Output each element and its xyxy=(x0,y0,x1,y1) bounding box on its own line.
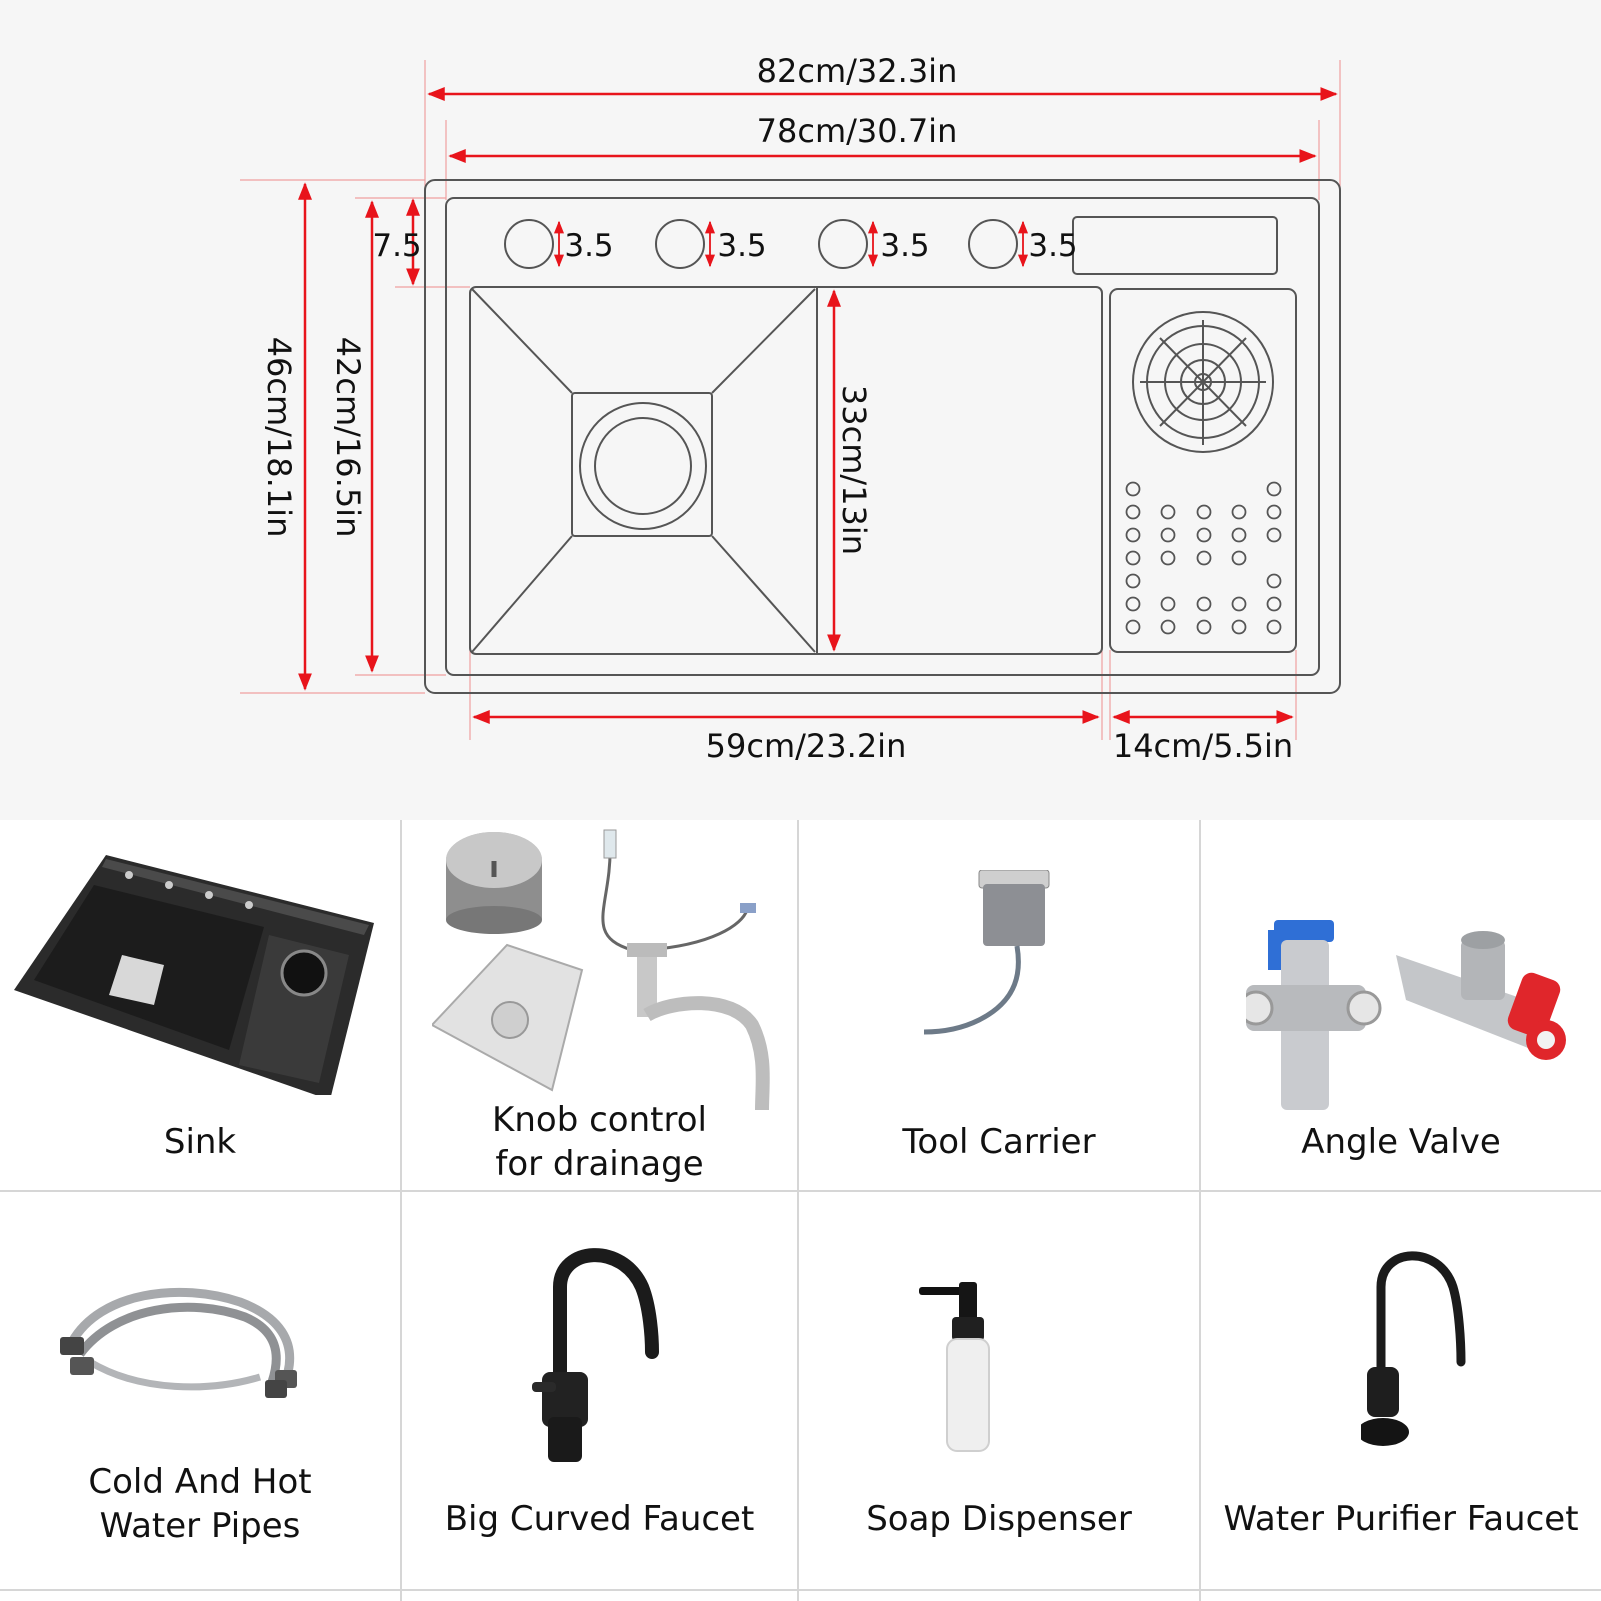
drain-dot xyxy=(1231,550,1247,566)
drain-dot xyxy=(1196,527,1212,543)
drain-dot xyxy=(1160,504,1176,520)
tap-hole-1 xyxy=(504,219,554,269)
drain-dot xyxy=(1196,550,1212,566)
drain-dot xyxy=(1266,619,1282,635)
accessory-soap-dispenser: Soap Dispenser xyxy=(799,1192,1199,1589)
tool-carrier-icon xyxy=(923,870,1050,1035)
drain-dot xyxy=(1231,619,1247,635)
drain-dot xyxy=(1231,504,1247,520)
accessory-label: Knob control for drainage xyxy=(492,1100,707,1184)
sink-dimension-drawing: 82cm/32.3in 78cm/30.7in 46cm/18.1in 42cm… xyxy=(240,52,1341,765)
tap-hole-2 xyxy=(655,219,705,269)
accessory-curved-faucet: Big Curved Faucet xyxy=(402,1192,797,1589)
drain-dot xyxy=(1125,550,1141,566)
inner-depth-label: 42cm/16.5in xyxy=(329,337,367,538)
hole-offset-label: 7.5 xyxy=(372,228,421,264)
drain-plate xyxy=(571,392,713,537)
drain-dot xyxy=(1125,573,1141,589)
curved-faucet-icon xyxy=(532,1248,659,1462)
water-pipes-icon xyxy=(60,1287,297,1398)
drain-dot xyxy=(1196,504,1212,520)
drain-dot xyxy=(1266,527,1282,543)
sink-icon xyxy=(14,855,374,1095)
drain-dot xyxy=(1266,573,1282,589)
accessory-sink: Sink xyxy=(0,820,400,1190)
drain-ring xyxy=(579,402,707,530)
main-bowl xyxy=(469,286,1103,655)
dimension-lines xyxy=(298,87,1338,724)
inner-width-label: 78cm/30.7in xyxy=(757,112,958,150)
overall-depth-label: 46cm/18.1in xyxy=(260,337,298,538)
outer-rim xyxy=(424,179,1341,694)
soap-dispenser-icon xyxy=(919,1282,990,1452)
drain-kit-icon xyxy=(432,829,770,1111)
drain-dot xyxy=(1196,596,1212,612)
hole-diameter-label-3: 3.5 xyxy=(880,228,929,264)
drain-dot xyxy=(1125,619,1141,635)
drain-dot xyxy=(1266,596,1282,612)
accessory-label: Water Purifier Faucet xyxy=(1223,1499,1579,1539)
accessory-label: Tool Carrier xyxy=(902,1122,1096,1162)
accessories-grid: Sink Knob control for drainage Tool Carr… xyxy=(0,820,1601,1601)
hole-diameter-label-4: 3.5 xyxy=(1028,228,1077,264)
angle-valve-icon xyxy=(1246,920,1566,1110)
accessory-drain-kit: Knob control for drainage xyxy=(402,820,797,1190)
accessory-label: Angle Valve xyxy=(1301,1122,1501,1162)
tap-hole-4 xyxy=(968,219,1018,269)
hole-diameter-label-1: 3.5 xyxy=(564,228,613,264)
drain-dot xyxy=(1231,527,1247,543)
accessory-label: Sink xyxy=(163,1122,237,1162)
tap-hole-3 xyxy=(818,219,868,269)
drain-dot xyxy=(1231,596,1247,612)
drain-dot xyxy=(1160,619,1176,635)
overall-width-label: 82cm/32.3in xyxy=(757,52,958,90)
sink-outline xyxy=(424,179,1341,694)
bowl-depth-label: 33cm/13in xyxy=(835,385,873,555)
drain-dot xyxy=(1196,619,1212,635)
drain-dot-grid xyxy=(1125,481,1282,635)
accessory-purifier-faucet: Water Purifier Faucet xyxy=(1201,1192,1601,1589)
side-width-label: 14cm/5.5in xyxy=(1113,727,1293,765)
drain-dot xyxy=(1125,527,1141,543)
side-panel xyxy=(1109,288,1297,653)
accessory-angle-valve: Angle Valve xyxy=(1201,820,1601,1190)
hole-diameter-label-2: 3.5 xyxy=(717,228,766,264)
accessory-label: Big Curved Faucet xyxy=(444,1499,755,1539)
drain-dot xyxy=(1160,596,1176,612)
drain-dot xyxy=(1160,527,1176,543)
drain-dot xyxy=(1125,596,1141,612)
cup-washer xyxy=(1132,311,1274,453)
accessory-label: Soap Dispenser xyxy=(866,1499,1132,1539)
dimension-diagram: 82cm/32.3in 78cm/30.7in 46cm/18.1in 42cm… xyxy=(240,52,1341,765)
drain-hole xyxy=(594,417,692,515)
digital-display xyxy=(1072,216,1278,275)
drain-dot xyxy=(1125,481,1141,497)
accessory-water-pipes: Cold And Hot Water Pipes xyxy=(0,1192,400,1589)
drain-dot xyxy=(1125,504,1141,520)
accessory-label: Cold And Hot Water Pipes xyxy=(88,1462,312,1546)
accessory-tool-carrier: Tool Carrier xyxy=(799,820,1199,1190)
drain-dot xyxy=(1266,504,1282,520)
bowl-width-label: 59cm/23.2in xyxy=(706,727,907,765)
extension-lines xyxy=(240,60,1341,740)
drain-dot xyxy=(1160,550,1176,566)
purifier-faucet-icon xyxy=(1361,1251,1466,1446)
drain-dot xyxy=(1266,481,1282,497)
inner-rim xyxy=(445,197,1320,676)
